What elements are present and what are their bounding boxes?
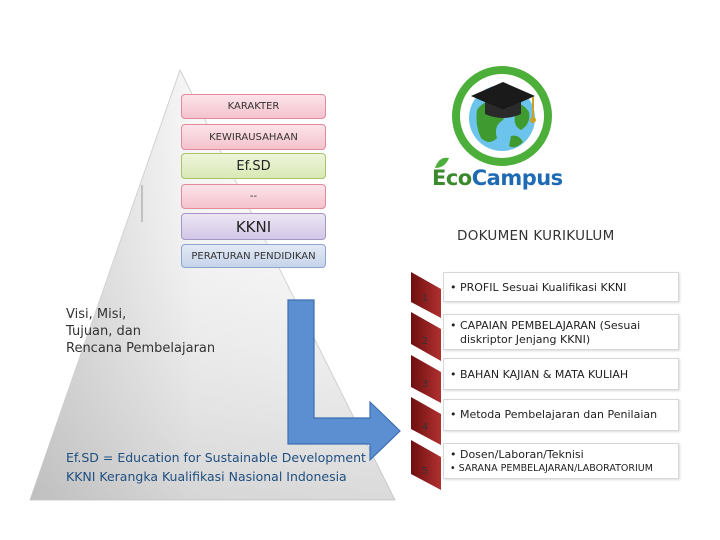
logo-eco: Eco	[432, 166, 472, 190]
list-item: • Dosen/Laboran/Teknisi • SARANA PEMBELA…	[443, 443, 679, 479]
chevron-4	[411, 397, 441, 445]
layer-kkni: KKNI	[181, 213, 326, 240]
item-text: diskriptor Jenjang KKNI)	[460, 333, 591, 346]
list-item: • CAPAIAN PEMBELAJARAN (Sesuai diskripto…	[443, 314, 679, 350]
logo-campus: Campus	[471, 166, 563, 190]
chevron-1	[411, 272, 441, 318]
legend-kkni: KKNI Kerangka Kualifikasi Nasional Indon…	[66, 469, 347, 484]
visi-misi-text: Visi, Misi, Tujuan, dan Rencana Pembelaj…	[66, 306, 215, 357]
item-number: 3	[421, 379, 429, 390]
visi-line: Visi, Misi,	[66, 307, 127, 322]
item-number: 2	[421, 336, 429, 347]
chevron-strip	[411, 272, 441, 490]
layer-peraturan-pendidikan: PERATURAN PENDIDIKAN	[181, 244, 326, 268]
layer-karakter: KARAKTER	[181, 94, 326, 119]
visi-line: Tujuan, dan	[66, 324, 141, 339]
visi-line: Rencana Pembelajaran	[66, 341, 216, 356]
item-text: • Metoda Pembelajaran dan Penilaian	[450, 408, 658, 421]
layer-kewirausahaan: KEWIRAUSAHAAN	[181, 124, 326, 150]
list-item: • Metoda Pembelajaran dan Penilaian	[443, 399, 679, 431]
item-number: 1	[421, 293, 429, 304]
item-text: • PROFIL Sesuai Kualifikasi KKNI	[450, 281, 627, 294]
legend-efsd: Ef.SD = Education for Sustainable Develo…	[66, 450, 366, 465]
list-item: • PROFIL Sesuai Kualifikasi KKNI	[443, 272, 679, 302]
chevron-3	[411, 355, 441, 403]
flow-arrow	[287, 299, 401, 462]
item-text: • CAPAIAN PEMBELAJARAN (Sesuai	[450, 319, 641, 332]
item-text: • SARANA PEMBELAJARAN/LABORATORIUM	[450, 463, 653, 474]
item-text: • BAHAN KAJIAN & MATA KULIAH	[450, 368, 629, 381]
chevron-5	[411, 440, 441, 490]
layer-placeholder: --	[181, 184, 326, 209]
ecocampus-logo: EcoCampus	[405, 60, 610, 210]
layer-efsd: Ef.SD	[181, 153, 326, 179]
dokumen-kurikulum-title: DOKUMEN KURIKULUM	[457, 228, 615, 244]
logo-wordmark: EcoCampus	[432, 166, 563, 190]
globe-logo-icon	[435, 66, 552, 168]
item-number: 4	[421, 422, 429, 433]
item-text: • Dosen/Laboran/Teknisi	[450, 448, 584, 461]
chevron-2	[411, 312, 441, 361]
list-item: • BAHAN KAJIAN & MATA KULIAH	[443, 358, 679, 390]
item-number: 5	[421, 466, 429, 477]
